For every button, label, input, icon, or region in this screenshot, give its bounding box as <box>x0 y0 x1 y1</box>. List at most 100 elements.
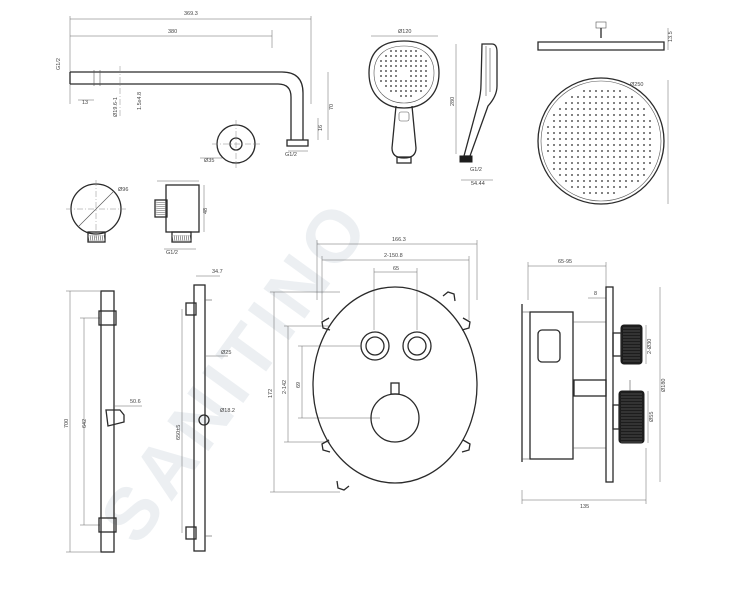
nozzle <box>601 108 603 110</box>
hand-shower-front-view: Ø120 <box>368 29 440 164</box>
nozzle <box>571 150 573 152</box>
nozzle <box>607 162 609 164</box>
mixer-buttons-label: 65 <box>393 266 399 272</box>
nozzle <box>607 138 609 140</box>
hand-shower-length-label: 280 <box>450 97 456 106</box>
nozzle <box>400 90 402 92</box>
nozzle <box>595 114 597 116</box>
nozzle <box>415 50 417 52</box>
nozzle <box>565 162 567 164</box>
nozzle <box>390 55 392 57</box>
nozzle <box>425 65 427 67</box>
nozzle <box>410 75 412 77</box>
nozzle <box>571 156 573 158</box>
nozzle <box>405 80 407 82</box>
nozzle <box>649 120 651 122</box>
nozzle <box>571 126 573 128</box>
nozzle <box>405 50 407 52</box>
nozzle <box>631 126 633 128</box>
nozzle <box>553 120 555 122</box>
nozzle <box>565 180 567 182</box>
thread-line <box>154 211 168 214</box>
nozzle <box>583 114 585 116</box>
thread-line <box>154 209 168 212</box>
thread-line <box>89 234 92 242</box>
nozzle <box>589 96 591 98</box>
thread-line <box>87 234 90 242</box>
wall-arm-nut-label: 16 <box>318 125 324 131</box>
nozzle <box>571 108 573 110</box>
head-shower-nozzles <box>547 90 651 194</box>
nozzle <box>589 120 591 122</box>
nozzle <box>625 174 627 176</box>
nozzle <box>577 156 579 158</box>
nozzle <box>619 138 621 140</box>
rail-length-label: 700 <box>64 419 70 428</box>
nozzle <box>410 80 412 82</box>
thread-line <box>189 234 192 242</box>
nozzle <box>637 138 639 140</box>
nozzle <box>559 108 561 110</box>
nozzle <box>613 126 615 128</box>
nozzle <box>595 90 597 92</box>
thread-line <box>179 234 182 242</box>
nozzle <box>390 70 392 72</box>
nozzle <box>625 144 627 146</box>
nozzle <box>601 192 603 194</box>
nozzle <box>637 114 639 116</box>
nozzle <box>637 168 639 170</box>
watermark: SANITINO <box>84 184 387 558</box>
nozzle <box>380 65 382 67</box>
nozzle <box>643 156 645 158</box>
nozzle <box>607 192 609 194</box>
nozzle <box>565 150 567 152</box>
nozzle <box>619 186 621 188</box>
nozzle <box>637 102 639 104</box>
nozzle <box>577 150 579 152</box>
nozzle <box>589 156 591 158</box>
nozzle <box>601 186 603 188</box>
rosette-dia-label: Ø35 <box>204 158 214 164</box>
nozzle <box>583 126 585 128</box>
nozzle <box>400 50 402 52</box>
wall-arm-drop-label: 70 <box>329 104 335 110</box>
nozzle <box>595 192 597 194</box>
nozzle <box>559 120 561 122</box>
nozzle <box>619 162 621 164</box>
nozzle <box>613 102 615 104</box>
nozzle <box>631 156 633 158</box>
nozzle <box>410 50 412 52</box>
nozzle <box>385 80 387 82</box>
nozzle <box>380 60 382 62</box>
nozzle <box>589 180 591 182</box>
nozzle <box>607 150 609 152</box>
thread-line <box>154 205 168 208</box>
nozzle <box>601 120 603 122</box>
wall-arm-hex-label: 1.5x4.8 <box>137 92 143 110</box>
mixer-plate-label: 8 <box>594 291 597 297</box>
nozzle <box>547 138 549 140</box>
nozzle <box>595 126 597 128</box>
rail-front-view: 700 642 50.6 <box>64 290 142 553</box>
nozzle <box>607 108 609 110</box>
nozzle <box>400 85 402 87</box>
nozzle <box>631 168 633 170</box>
thread-line <box>154 203 168 206</box>
nozzle <box>583 96 585 98</box>
nozzle <box>619 114 621 116</box>
nozzle <box>390 80 392 82</box>
nozzle <box>619 120 621 122</box>
nozzle <box>410 65 412 67</box>
nozzle <box>405 90 407 92</box>
nozzle <box>577 180 579 182</box>
nozzle <box>589 174 591 176</box>
nozzle <box>565 120 567 122</box>
nozzle <box>631 102 633 104</box>
wall-outlet-view: Ø96 48 G1/2 <box>66 180 209 256</box>
nozzle <box>395 80 397 82</box>
nozzle <box>637 120 639 122</box>
nozzle <box>613 108 615 110</box>
nozzle <box>400 55 402 57</box>
nozzle <box>595 108 597 110</box>
nozzle <box>607 114 609 116</box>
